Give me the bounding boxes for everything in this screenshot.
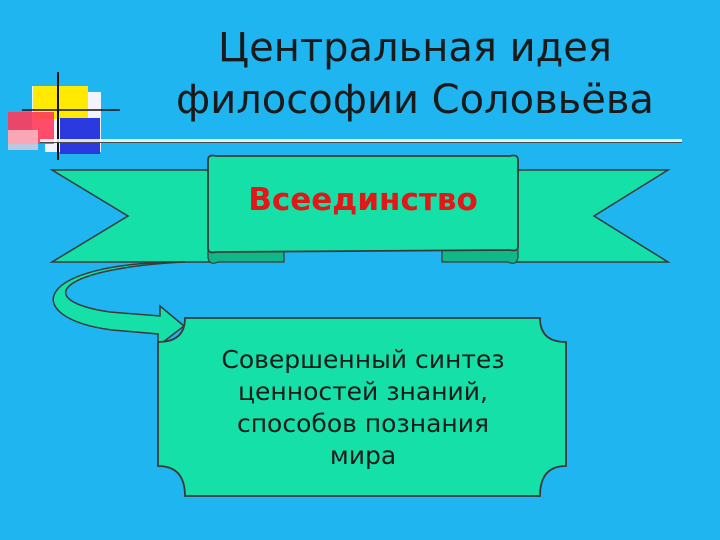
title-line-1: Центральная идея <box>218 25 612 71</box>
decorative-squares <box>8 72 120 160</box>
scroll-line: Совершенный синтез <box>221 345 505 374</box>
title-divider-shadow <box>40 142 682 143</box>
slide-title: Центральная идея философии Соловьёва <box>150 22 680 126</box>
title-divider <box>40 139 682 142</box>
scroll-line: мира <box>329 441 397 470</box>
scroll-description: Совершенный синтез ценностей знаний, спо… <box>168 328 558 488</box>
scroll-line: ценностей знаний, <box>237 377 488 406</box>
title-line-2: философии Соловьёва <box>176 77 654 123</box>
banner-title: Всеединство <box>248 182 478 218</box>
scroll-line: способов познания <box>236 409 490 438</box>
